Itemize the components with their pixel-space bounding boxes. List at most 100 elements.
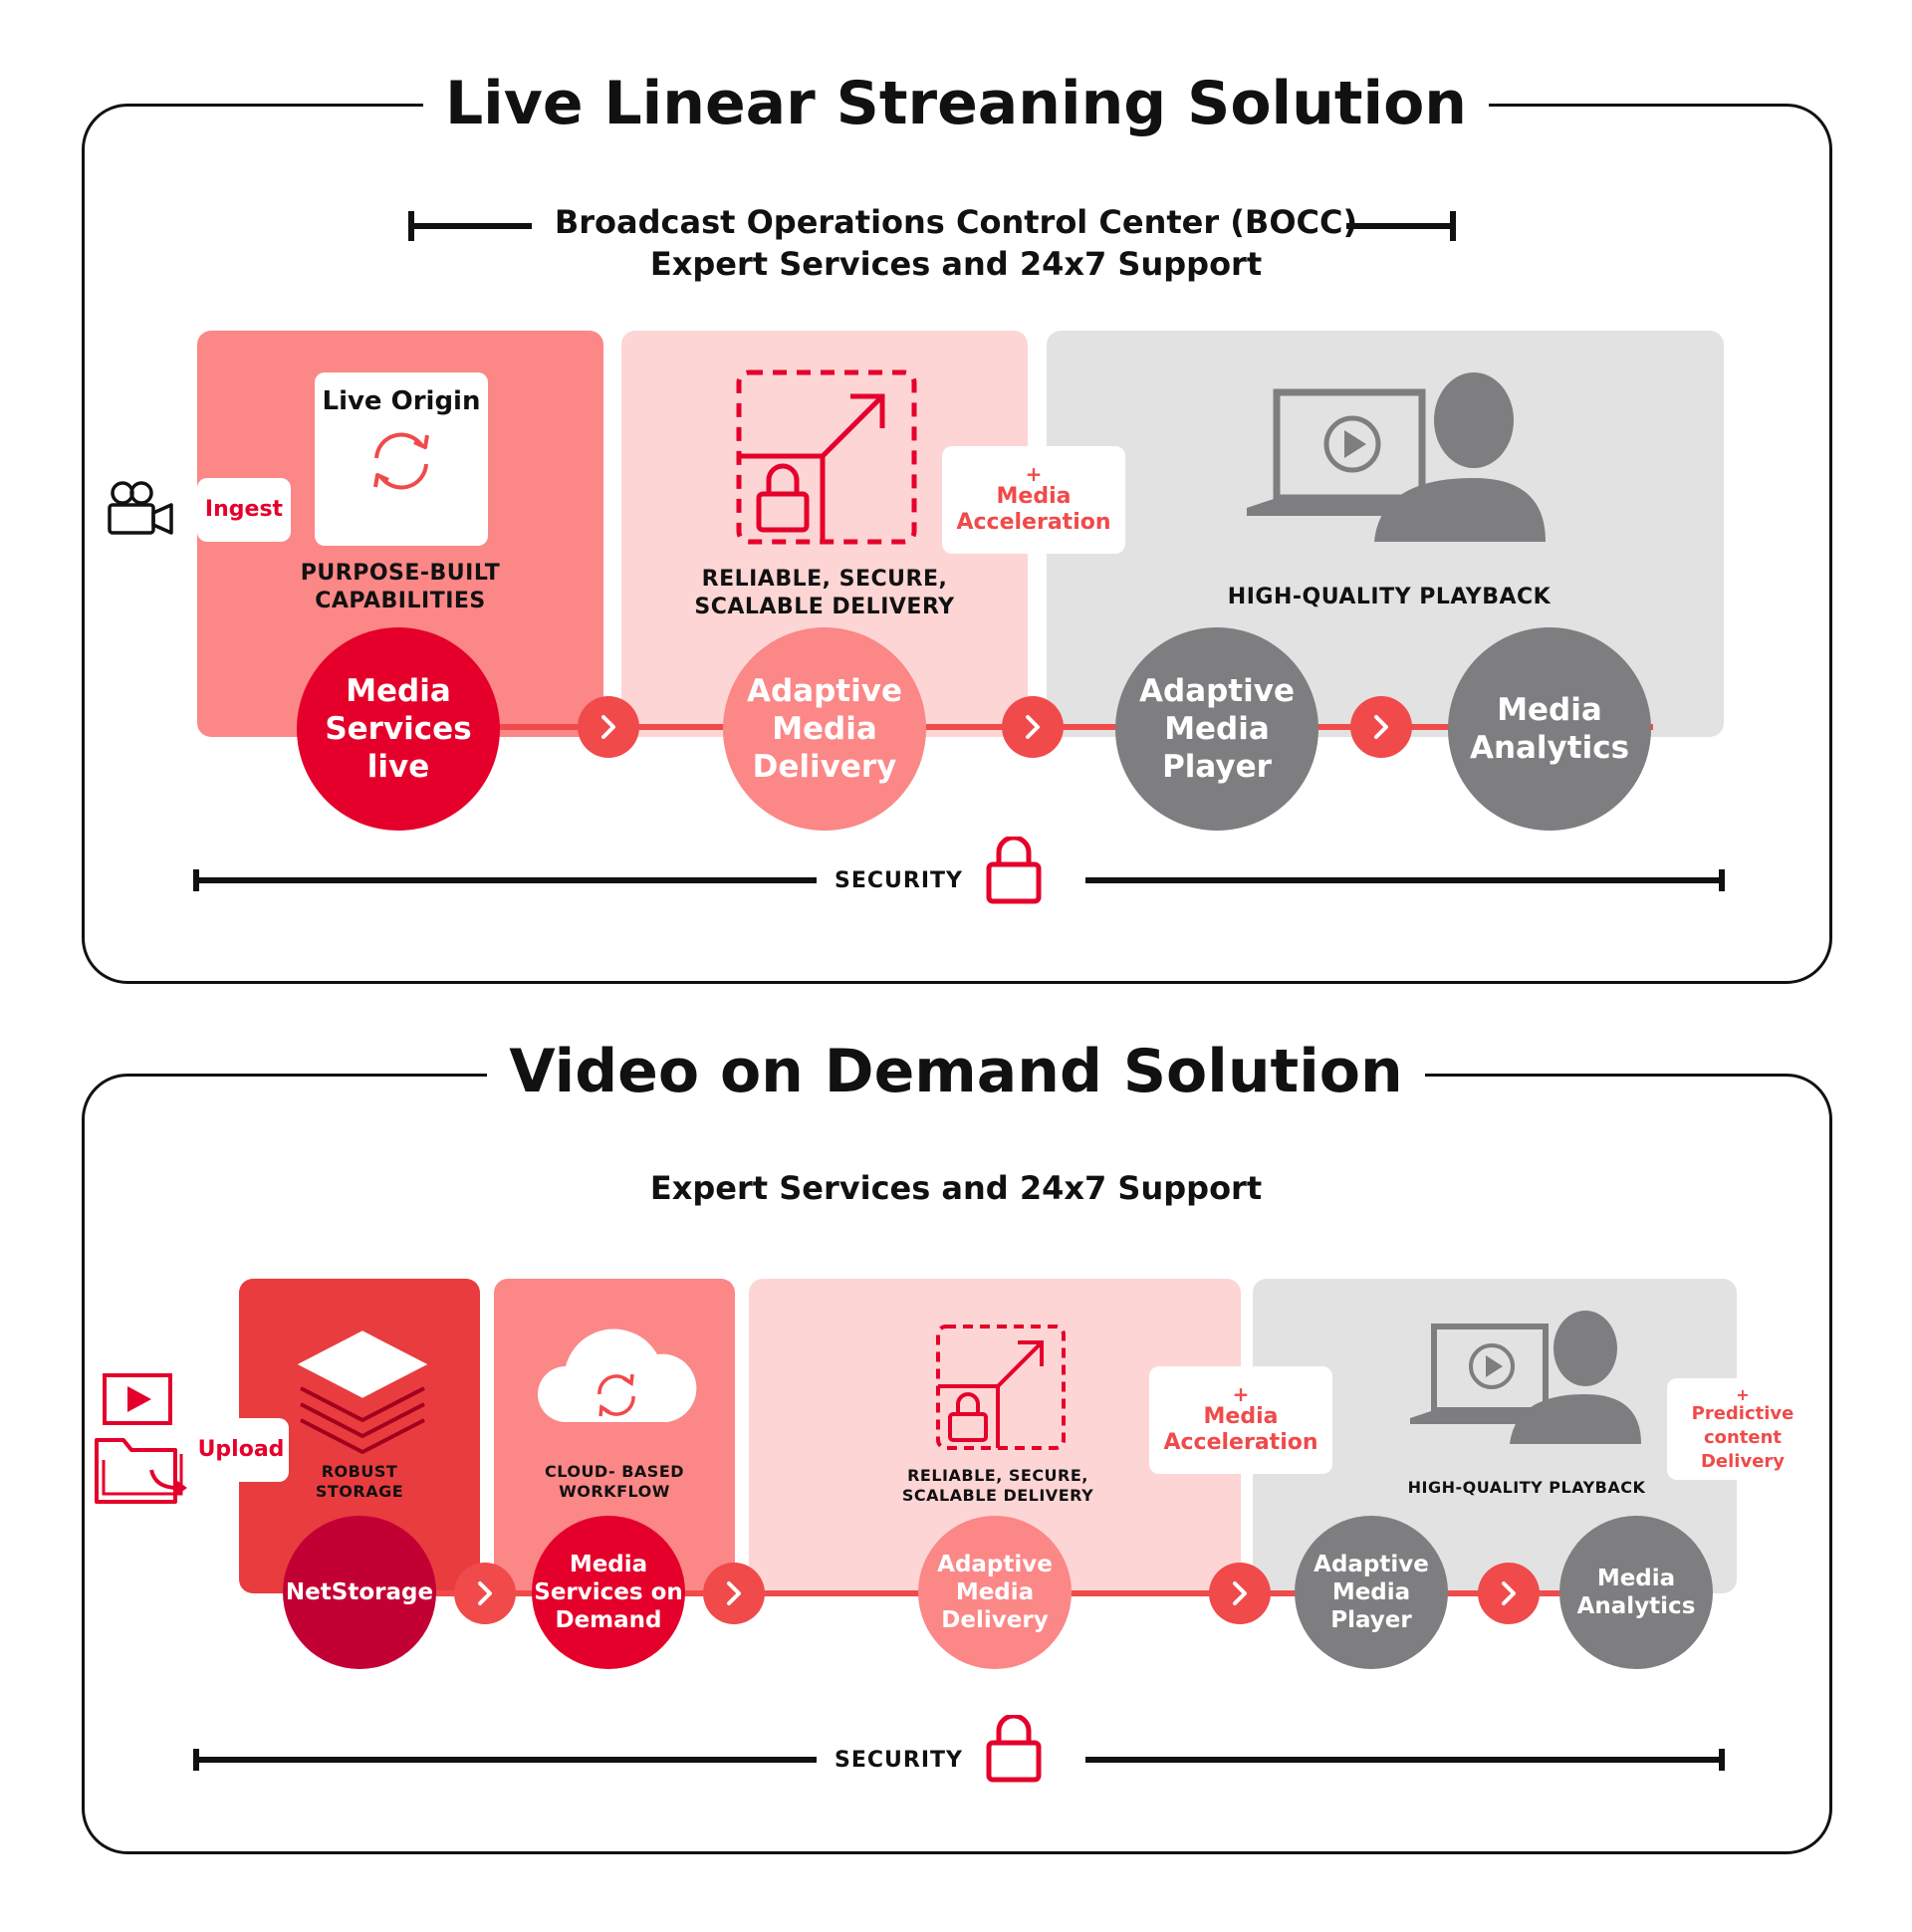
live-delivery-caption: RELIABLE, SECURE, SCALABLE DELIVERY <box>673 566 976 621</box>
circle-text: Media <box>569 1552 648 1577</box>
circle-text: live <box>366 749 430 785</box>
circle-text: Demand <box>555 1607 662 1633</box>
flow-arrow-icon <box>578 696 639 758</box>
predictive-line1: Predictive <box>1691 1403 1794 1424</box>
storage-stack-icon <box>297 1330 428 1454</box>
security-lock-icon <box>986 1715 1042 1783</box>
circle-text: Media <box>346 673 451 709</box>
flow-arrow-icon <box>1002 696 1064 758</box>
circle-media-analytics-vod: Media Analytics <box>1559 1516 1713 1669</box>
circle-adaptive-media-delivery-live: Adaptive Media Delivery <box>723 627 926 831</box>
vod-security-left-line <box>193 1757 817 1763</box>
live-origin-card: Live Origin <box>315 372 488 546</box>
circle-text: Analytics <box>1469 730 1630 766</box>
vod-delivery-caption-line2: SCALABLE DELIVERY <box>901 1486 1094 1505</box>
live-security-right-tick <box>1719 869 1725 891</box>
ingest-label: Ingest <box>204 497 284 522</box>
live-title-text: Live Linear Streaning Solution <box>422 66 1490 141</box>
circle-text: Media <box>772 711 877 747</box>
circle-text: Analytics <box>1576 1593 1696 1619</box>
flow-arrow-icon <box>454 1563 516 1624</box>
circle-text: Services <box>325 711 472 747</box>
live-security-right-line <box>1085 877 1725 883</box>
circle-netstorage: NetStorage <box>283 1516 436 1669</box>
secure-delivery-icon <box>936 1325 1066 1450</box>
circle-text: Adaptive <box>747 673 902 709</box>
predictive-plus: + <box>1736 1385 1750 1404</box>
bocc-subtitle: Broadcast Operations Control Center (BOC… <box>0 201 1912 285</box>
circle-media-services-on-demand: Media Services on Demand <box>532 1516 685 1669</box>
refresh-cycle-icon <box>373 432 429 490</box>
cloud-line1: CLOUD- BASED <box>544 1462 685 1481</box>
storage-line1: ROBUST <box>321 1462 398 1481</box>
upload-label: Upload <box>197 1437 285 1462</box>
bocc-bracket-right-line <box>1346 223 1456 229</box>
live-delivery-caption-line2: SCALABLE DELIVERY <box>694 595 955 619</box>
vod-playback-caption: HIGH-QUALITY PLAYBACK <box>1407 1478 1646 1497</box>
vod-security-right-line <box>1085 1757 1725 1763</box>
secure-delivery-icon <box>736 369 917 545</box>
viewer-laptop-icon <box>1247 372 1546 542</box>
vod-accel-line2: Acceleration <box>1163 1430 1318 1455</box>
circle-media-services-live: Media Services live <box>297 627 500 831</box>
circle-text: NetStorage <box>285 1579 434 1605</box>
live-delivery-caption-line1: RELIABLE, SECURE, <box>701 567 948 592</box>
bocc-line: Broadcast Operations Control Center (BOC… <box>554 203 1358 241</box>
vod-media-acceleration-card: + Media Acceleration <box>1149 1366 1332 1474</box>
purpose-built-caption: PURPOSE-BUILT CAPABILITIES <box>247 560 554 615</box>
live-playback-caption: HIGH-QUALITY PLAYBACK <box>1227 585 1552 609</box>
robust-storage-caption: ROBUST STORAGE <box>249 1462 470 1502</box>
circle-text: Delivery <box>752 749 897 785</box>
flow-arrow-icon <box>1350 696 1412 758</box>
vod-accel-line1: Media <box>1203 1404 1279 1429</box>
circle-text: Player <box>1330 1607 1412 1633</box>
predictive-line3: Delivery <box>1700 1451 1786 1472</box>
live-media-acceleration-card: + Media Acceleration <box>942 446 1125 554</box>
circle-text: Media <box>1164 711 1270 747</box>
vod-title-text: Video on Demand Solution <box>487 1032 1425 1111</box>
circle-text: Media <box>1596 1566 1676 1591</box>
live-security-left-line <box>193 877 817 883</box>
circle-text: Delivery <box>941 1607 1049 1633</box>
predictive-line2: content <box>1703 1427 1783 1448</box>
purpose-line2: CAPABILITIES <box>315 589 486 613</box>
purpose-line1: PURPOSE-BUILT <box>300 561 501 586</box>
cloud-workflow-icon <box>538 1328 697 1422</box>
circle-text: Services on <box>534 1579 683 1605</box>
vod-subtitle: Expert Services and 24x7 Support <box>649 1169 1263 1207</box>
storage-line2: STORAGE <box>315 1482 404 1501</box>
live-section-title: Live Linear Streaning Solution <box>0 66 1912 141</box>
vod-delivery-caption: RELIABLE, SECURE, SCALABLE DELIVERY <box>866 1466 1129 1506</box>
circle-text: Adaptive <box>937 1552 1053 1577</box>
folder-upload-icon <box>95 1438 187 1504</box>
circle-adaptive-media-delivery-vod: Adaptive Media Delivery <box>918 1516 1072 1669</box>
security-lock-icon <box>986 837 1042 904</box>
vod-security-label: SECURITY <box>835 1748 963 1773</box>
live-accel-line2: Acceleration <box>956 510 1111 535</box>
circle-text: Player <box>1162 749 1272 785</box>
support-line: Expert Services and 24x7 Support <box>649 245 1263 283</box>
circle-text: Adaptive <box>1314 1552 1429 1577</box>
cloud-workflow-caption: CLOUD- BASED WORKFLOW <box>504 1462 725 1502</box>
cloud-line2: WORKFLOW <box>559 1482 670 1501</box>
live-origin-label: Live Origin <box>322 386 481 416</box>
viewer-laptop-icon <box>1410 1311 1641 1444</box>
bocc-bracket-right-tick <box>1450 211 1456 241</box>
circle-text: Media <box>1331 1579 1411 1605</box>
live-accel-plus: + <box>1025 462 1043 486</box>
flow-arrow-icon <box>1209 1563 1271 1624</box>
predictive-delivery-card: + Predictive content Delivery <box>1667 1378 1818 1480</box>
circle-adaptive-media-player-vod: Adaptive Media Player <box>1295 1516 1448 1669</box>
vod-accel-plus: + <box>1232 1382 1250 1406</box>
ingest-badge: Ingest <box>197 478 291 542</box>
live-security-label: SECURITY <box>835 868 963 893</box>
circle-text: Adaptive <box>1139 673 1295 709</box>
vod-delivery-caption-line1: RELIABLE, SECURE, <box>907 1466 1088 1485</box>
circle-adaptive-media-player-live: Adaptive Media Player <box>1115 627 1318 831</box>
live-accel-line1: Media <box>996 484 1072 509</box>
flow-arrow-icon <box>703 1563 765 1624</box>
bocc-bracket-left-line <box>408 223 532 229</box>
flow-arrow-icon <box>1478 1563 1540 1624</box>
circle-text: Media <box>955 1579 1035 1605</box>
video-play-icon <box>103 1373 172 1425</box>
